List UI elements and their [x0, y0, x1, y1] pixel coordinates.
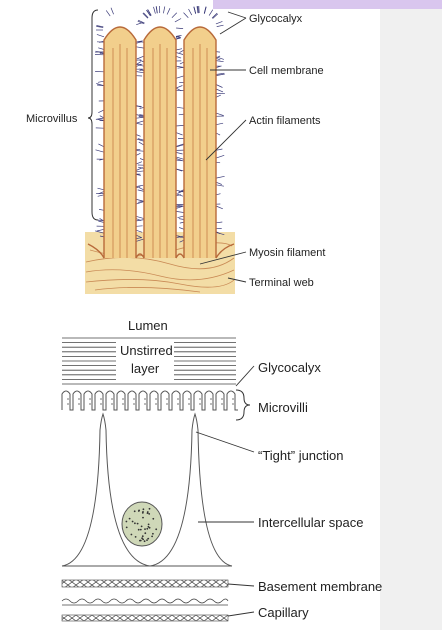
callout-glycocalyx-top: Glycocalyx — [249, 13, 303, 25]
callout-tight-junction: “Tight” junction — [258, 448, 344, 463]
nucleus-chromatin — [125, 507, 158, 543]
callout-myosin-filament: Myosin filament — [249, 247, 325, 259]
callout-actin-filaments: Actin filaments — [249, 115, 321, 127]
callout-terminal-web: Terminal web — [249, 277, 314, 289]
glycocalyx-fuzz — [94, 5, 225, 243]
bottom-callout-lines — [195, 365, 255, 617]
top-callout-lines — [199, 11, 247, 283]
unstirred-label-line1: Unstirred — [120, 343, 173, 358]
lumen-label: Lumen — [128, 318, 168, 333]
callout-basement-membrane: Basement membrane — [258, 579, 382, 594]
apical-membrane — [87, 243, 235, 259]
right-gray-margin — [380, 0, 442, 630]
microvillus-1 — [103, 26, 137, 258]
cell-nucleus — [121, 501, 163, 547]
glycocalyx-dashes — [67, 398, 234, 405]
callout-intercellular: Intercellular space — [258, 515, 364, 530]
microvillus-bracket — [87, 9, 99, 221]
capillary-band — [61, 614, 229, 622]
epithelium-schematic: Lumen Unstirred layer — [61, 318, 382, 622]
epithelial-cells — [61, 412, 233, 567]
callout-capillary: Capillary — [258, 605, 309, 620]
callout-microvilli: Microvilli — [258, 400, 308, 415]
microvilli-row — [61, 390, 238, 411]
callout-glycocalyx-bottom: Glycocalyx — [258, 360, 321, 375]
top-lavender-strip — [213, 0, 442, 9]
microvilli-bracket — [235, 389, 251, 421]
microvillus-3 — [183, 26, 217, 258]
unstirred-label-line2: layer — [131, 361, 160, 376]
basement-membrane — [61, 579, 229, 588]
capillary-wall — [61, 598, 229, 606]
microvillus-2 — [143, 26, 177, 258]
microvillus-structure: Microvillus Glycocalyx Cell membrane Act… — [26, 5, 325, 294]
microvillus-label: Microvillus — [26, 113, 78, 125]
unstirred-label-bg — [116, 340, 174, 380]
callout-cell-membrane: Cell membrane — [249, 65, 324, 77]
